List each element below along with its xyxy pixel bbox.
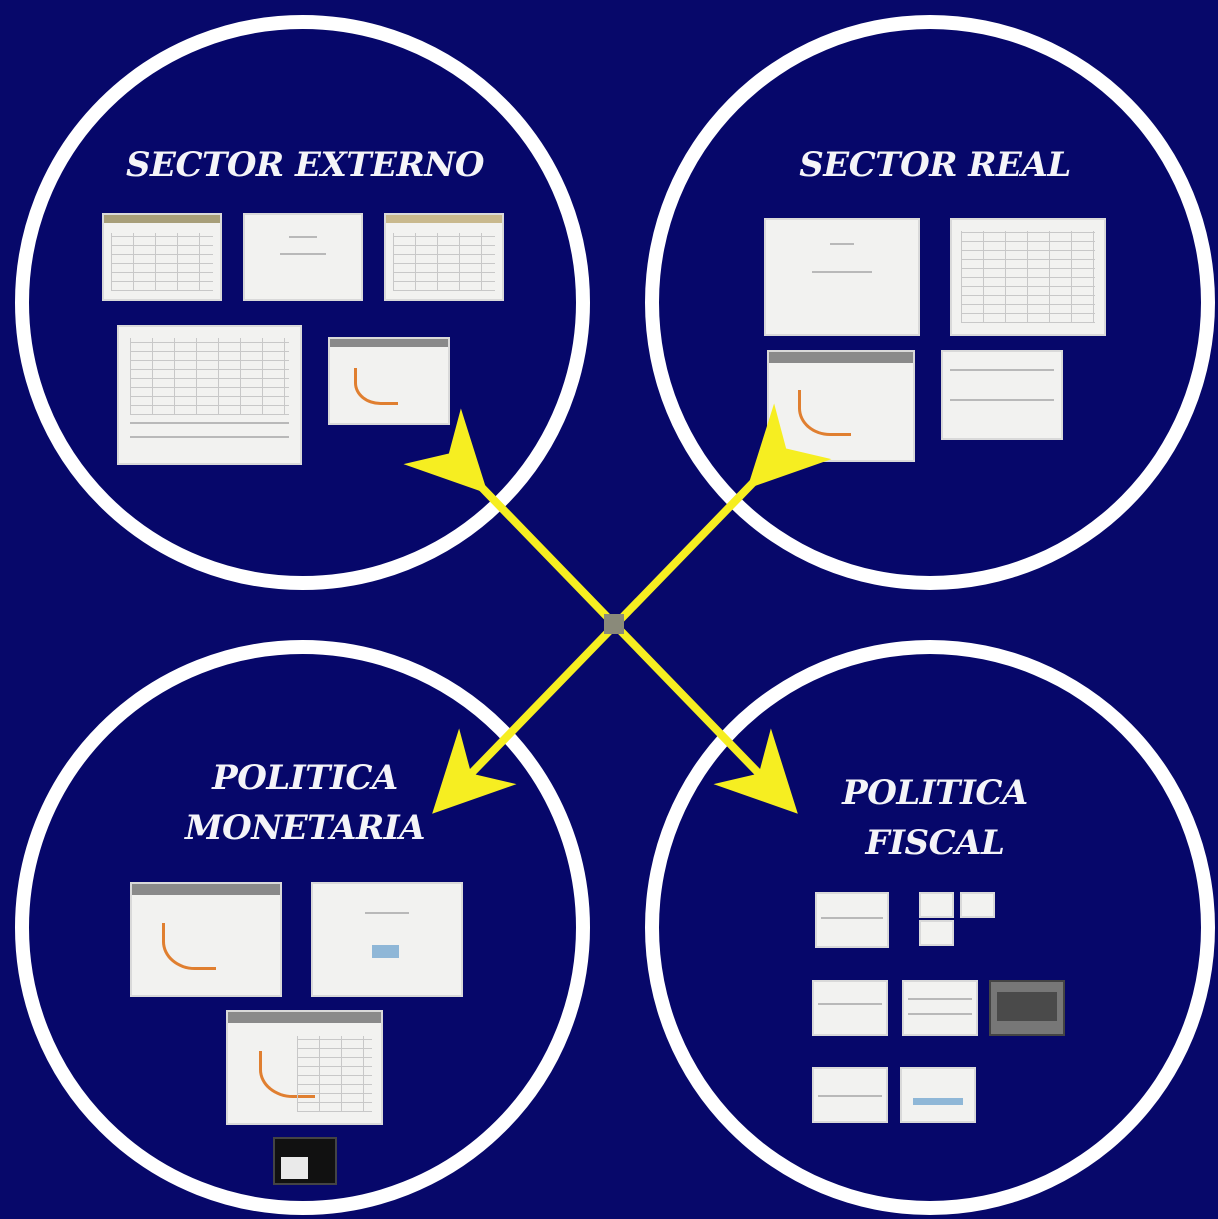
politica-fiscal-thumbnail-1[interactable]	[815, 892, 889, 948]
sector-externo-thumbnail-3[interactable]	[384, 213, 504, 301]
sector-externo-thumbnail-1[interactable]	[102, 213, 222, 301]
sector-externo-thumbnail-4[interactable]	[117, 325, 302, 465]
politica-fiscal-thumbnail-9[interactable]	[900, 1067, 976, 1123]
sector-real-thumbnail-2[interactable]	[950, 218, 1106, 336]
sector-real-thumbnail-1[interactable]	[764, 218, 920, 336]
politica-fiscal-thumbnail-8[interactable]	[812, 1067, 888, 1123]
politica-fiscal-thumbnail-3[interactable]	[960, 892, 995, 918]
politica-fiscal-thumbnail-2[interactable]	[919, 892, 954, 918]
politica-monetaria-thumbnail-3[interactable]	[226, 1010, 383, 1125]
politica-monetaria-thumbnail-1[interactable]	[130, 882, 282, 997]
center-node[interactable]	[604, 614, 624, 634]
politica-fiscal-thumbnail-6[interactable]	[902, 980, 978, 1036]
sector-externo-thumbnail-2[interactable]	[243, 213, 363, 301]
sector-real-thumbnail-4[interactable]	[941, 350, 1063, 440]
politica-fiscal-thumbnail-5[interactable]	[812, 980, 888, 1036]
politica-fiscal-thumbnail-7[interactable]	[989, 980, 1065, 1036]
politica-monetaria-title: POLITICA MONETARIA	[184, 758, 426, 848]
politica-monetaria-thumbnail-4[interactable]	[273, 1137, 337, 1185]
sector-real-title: SECTOR REAL	[799, 145, 1071, 185]
politica-fiscal-thumbnail-4[interactable]	[919, 920, 954, 946]
politica-fiscal-title: POLITICA FISCAL	[842, 773, 1028, 863]
sector-externo-title: SECTOR EXTERNO	[125, 145, 485, 185]
politica-monetaria-thumbnail-2[interactable]	[311, 882, 463, 997]
